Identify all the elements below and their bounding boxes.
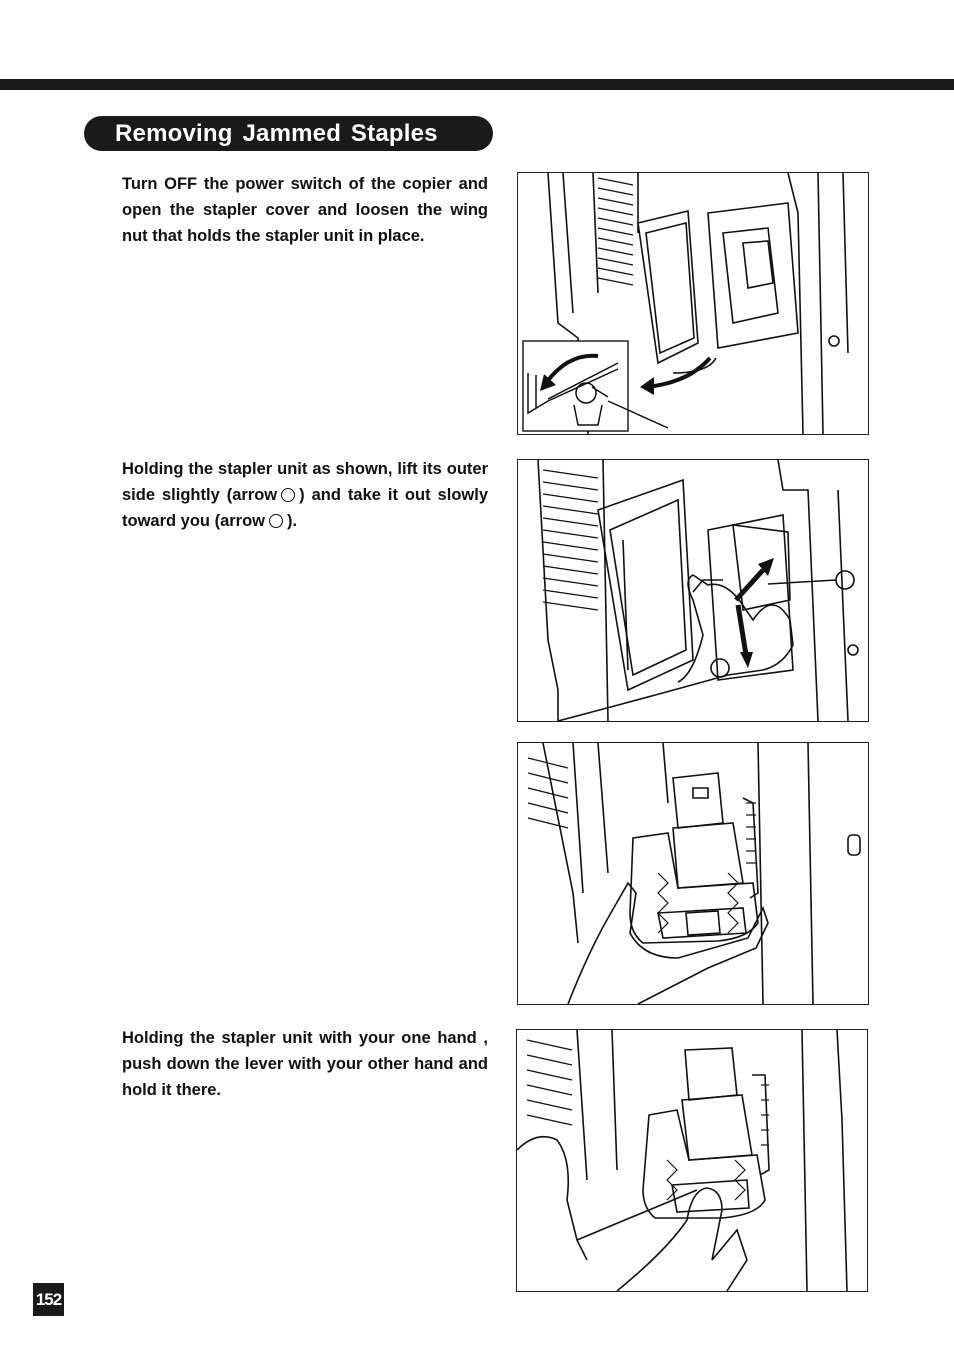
figure-stapler-cover: [517, 172, 869, 435]
step-2-text: Holding the stapler unit as shown, lift …: [122, 456, 488, 534]
step-2-text-c: ).: [287, 512, 298, 530]
push-lever-illustration-icon: [517, 1030, 848, 1291]
lift-stapler-unit-illustration-icon: [537, 460, 859, 721]
figure-lift-stapler: [517, 459, 869, 722]
step-2-text-b: ) and take it out slowly toward you (arr…: [122, 486, 488, 530]
arrow-marker-icon: [281, 488, 296, 502]
top-rule: [0, 79, 954, 90]
step-2-text-a: Holding the stapler unit as shown, lift …: [122, 460, 488, 504]
step-1-text: Turn OFF the power switch of the copier …: [122, 175, 488, 245]
stapler-cover-wing-nut-illustration-icon: [522, 173, 849, 434]
page-number: 152: [33, 1283, 64, 1316]
stapler-unit-in-hand-illustration-icon: [527, 743, 861, 1004]
figure-push-lever: [516, 1029, 868, 1292]
arrow-marker-icon: [269, 514, 284, 528]
section-title: Removing Jammed Staples: [84, 116, 493, 151]
step-3-text: Holding the stapler unit with your one h…: [122, 1029, 488, 1099]
figure-stapler-in-hand: [517, 742, 869, 1005]
